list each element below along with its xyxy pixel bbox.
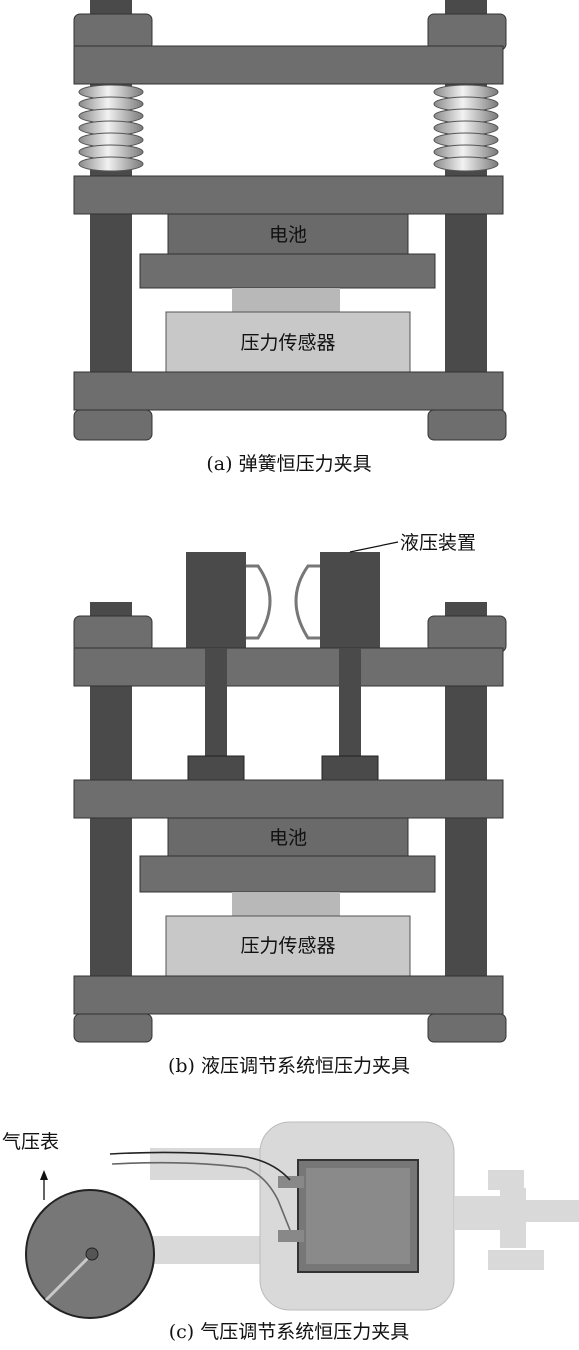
valve-body: [454, 1196, 500, 1230]
gauge-arrow-head: [40, 1170, 48, 1180]
left-hose: [246, 564, 272, 640]
sensor-connector: [232, 892, 340, 916]
panel-c-pneumatic-fixture: 气压表 (c) 气压调节系统恒压力夹具: [2, 1121, 579, 1343]
base-plate: [73, 975, 504, 1015]
pressure-sensor: [165, 915, 411, 977]
right-nut: [427, 13, 507, 51]
middle-plate: [73, 175, 504, 215]
right-piston-rod: [339, 648, 361, 758]
battery-plate: [139, 253, 436, 289]
left-piston-rod: [205, 648, 227, 758]
battery-label: 电池: [269, 827, 307, 849]
top-plate: [73, 45, 504, 85]
caption-a: (a) 弹簧恒压力夹具: [206, 453, 371, 475]
sensor-label: 压力传感器: [240, 332, 335, 354]
gauge-label: 气压表: [2, 1131, 59, 1153]
sensor-connector: [232, 288, 340, 312]
caption-c: (c) 气压调节系统恒压力夹具: [169, 1321, 410, 1343]
valve-cap-bottom: [488, 1250, 544, 1270]
hydraulic-label: 液压装置: [400, 532, 476, 554]
signal-wire-2: [111, 1161, 291, 1231]
right-spring: [433, 84, 499, 172]
valve-cap-top: [488, 1170, 524, 1190]
left-piston-foot: [187, 755, 245, 781]
battery-label: 电池: [269, 224, 307, 246]
right-hose: [294, 564, 320, 640]
battery-block: [167, 213, 409, 255]
left-spring: [78, 84, 144, 172]
gauge-needle: [44, 1252, 94, 1302]
top-plate: [73, 647, 504, 687]
left-foot: [73, 1013, 153, 1043]
lower-connector: [278, 1230, 304, 1242]
right-piston-foot: [321, 755, 379, 781]
right-foot: [427, 1013, 507, 1043]
hydraulic-leader-line: [349, 541, 399, 553]
panel-b-hydraulic-fixture: 电池 压力传感器 液压装置 (b) 液压调节系统恒压力夹具: [73, 532, 507, 1077]
left-foot: [73, 409, 153, 441]
battery-block: [167, 817, 409, 857]
lower-pipe: [150, 1236, 268, 1264]
left-nut: [73, 615, 153, 653]
right-nut: [427, 615, 507, 653]
base-plate: [73, 371, 504, 411]
right-foot: [427, 409, 507, 441]
left-hydraulic-cylinder: [186, 552, 246, 648]
signal-wire-1: [109, 1151, 291, 1181]
gauge-hub: [85, 1247, 99, 1261]
valve-outlet: [520, 1200, 579, 1222]
panel-a-spring-fixture: 电池 压力传感器 (a) 弹簧恒压力夹具: [73, 0, 507, 475]
battery-plate: [139, 855, 436, 893]
right-hydraulic-cylinder: [320, 552, 380, 648]
middle-plate: [73, 779, 504, 819]
left-nut: [73, 13, 153, 51]
chamber-core: [306, 1168, 410, 1264]
upper-connector: [278, 1176, 304, 1188]
sensor-label: 压力传感器: [240, 935, 335, 957]
caption-b: (b) 液压调节系统恒压力夹具: [168, 1055, 410, 1077]
